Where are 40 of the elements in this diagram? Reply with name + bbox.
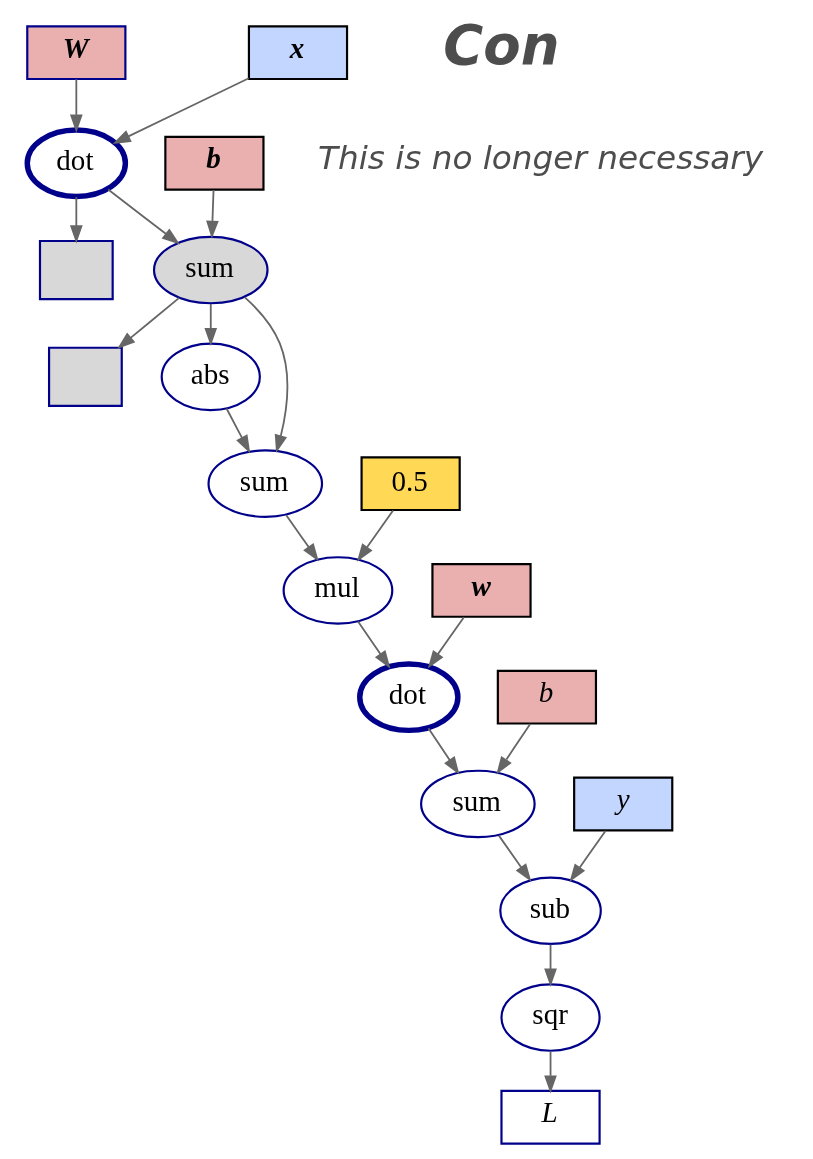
arrow bbox=[243, 296, 288, 454]
arrow bbox=[225, 407, 250, 454]
node-ellipse: sub bbox=[498, 876, 602, 946]
node-ellipse: sum bbox=[206, 449, 323, 518]
node-ellipse: sum bbox=[419, 769, 536, 839]
node-ellipse: abs bbox=[160, 342, 261, 412]
label: This is no longer necessary bbox=[317, 139, 763, 178]
node-box: L bbox=[499, 1089, 601, 1145]
arrow bbox=[69, 196, 83, 244]
node-box bbox=[38, 239, 114, 301]
arrow bbox=[69, 78, 83, 133]
arrow bbox=[284, 514, 319, 562]
node-box: b bbox=[496, 669, 597, 725]
node-box: y bbox=[572, 776, 673, 832]
node-ellipse: sum bbox=[152, 235, 269, 305]
label: Con bbox=[442, 13, 560, 78]
arrow bbox=[356, 509, 394, 562]
arrow bbox=[543, 1050, 557, 1094]
arrow bbox=[427, 616, 465, 669]
node-ellipse: mul bbox=[282, 556, 393, 625]
node-box: W bbox=[25, 25, 126, 81]
arrow bbox=[569, 829, 607, 883]
node-box: w bbox=[430, 563, 532, 618]
arrow bbox=[112, 77, 250, 144]
node-ellipse: sqr bbox=[499, 983, 601, 1052]
arrow bbox=[495, 723, 531, 775]
arrow bbox=[205, 189, 219, 239]
arrow bbox=[106, 188, 180, 245]
node-box: x bbox=[247, 25, 348, 81]
arrow bbox=[497, 834, 531, 882]
arrow bbox=[543, 943, 557, 987]
node-box bbox=[47, 346, 123, 407]
arrow bbox=[203, 303, 217, 347]
node-box: b bbox=[163, 135, 265, 191]
arrow bbox=[356, 620, 390, 669]
arrow bbox=[427, 727, 459, 775]
node-ellipse: dot bbox=[24, 127, 128, 200]
node-box: 0.5 bbox=[360, 456, 461, 512]
arrow bbox=[116, 297, 180, 349]
node-ellipse: dot bbox=[356, 661, 461, 734]
